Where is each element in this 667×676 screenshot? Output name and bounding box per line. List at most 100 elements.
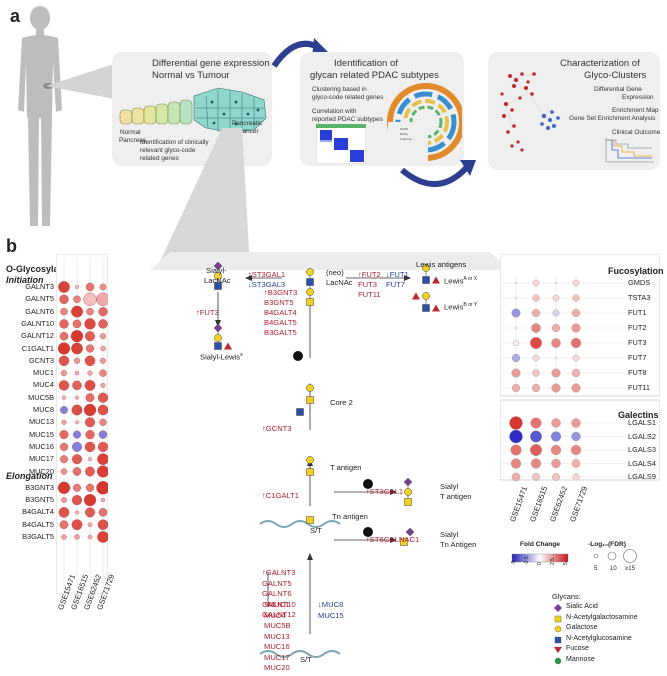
lewis-by-sup: B or Y [463, 302, 478, 308]
bubble-muc15-0 [59, 430, 69, 440]
bubble-galnt5-3 [96, 292, 108, 306]
glycan-legend-5: Mannose [566, 655, 595, 663]
b3-gene-b3galt5: B3GALT5 [264, 328, 297, 337]
glycan-legend-2: Galactose [566, 624, 598, 631]
bubble-muc13-0 [61, 419, 67, 425]
svg-text:Moffitt: Moffitt [400, 127, 408, 131]
bubble-lgals1-0 [509, 416, 523, 430]
bubble-lgals1-3 [571, 418, 581, 428]
step-3-number: 3 [338, 346, 342, 352]
normal-label-1: Normal [120, 129, 141, 136]
gene-label-lgals1: LGALS1 [628, 418, 656, 427]
lewis-title: Lewis antigens [416, 260, 467, 269]
bubble-b3gnt5-0 [61, 497, 67, 503]
cancer-label-1: Pancreatic [232, 120, 263, 127]
o-glyco-title: O-Glycosylation [6, 264, 76, 274]
bubble-b4galt4-1 [75, 510, 79, 515]
box1-note-3: related genes [140, 155, 179, 162]
lewis-ax: LewisA or X [444, 276, 477, 286]
box1-title-1: Differential gene expression [152, 58, 270, 69]
bubble-fut11-2 [551, 383, 561, 393]
glycosylation-pathway [213, 262, 440, 658]
bubble-fut8-0 [511, 368, 521, 378]
bubble-fut1-0 [511, 308, 521, 318]
gene-label-muc5b: MUC5B [28, 392, 54, 402]
c1galt1-text: C1GALT1 [265, 491, 299, 500]
bubble-muc8-3 [97, 404, 108, 416]
svg-text:Collisson: Collisson [400, 137, 413, 141]
bubble-lgals9-3 [572, 473, 580, 481]
muc-red-muc5b: MUC5B [264, 621, 291, 630]
bubble-galnt3-0 [58, 281, 70, 293]
bubble-muc20-1 [72, 467, 82, 476]
st3gal3-down: ↓ST3GAL3 [248, 280, 286, 289]
bubble-fut7-0 [511, 353, 521, 363]
bubble-b4galt4-3 [98, 508, 108, 517]
bubble-fut7-1 [532, 354, 540, 362]
bubble-lgals4-2 [551, 458, 561, 469]
bubble-muc16-2 [84, 441, 96, 453]
bubble-muc13-1 [75, 420, 79, 425]
bubble-b4galt5-2 [87, 522, 93, 527]
o-glyco-bubble-grid [56, 254, 108, 594]
bubble-muc17-1 [72, 454, 82, 465]
galectins-title: Galectins [618, 410, 659, 420]
bubble-gcnt3-0 [58, 355, 70, 366]
elongation-label: Elongation [6, 471, 53, 481]
st3gal1-up: ↑ST3GAL1 [248, 270, 286, 279]
gene-label-b3galt5: B3GALT5 [22, 532, 54, 541]
circle-icon [554, 657, 562, 664]
box2-title-2: glycan related PDAC subtypes [310, 70, 439, 81]
bubble-muc4-0 [58, 380, 70, 391]
zoom-beam [46, 62, 120, 100]
square-icon [554, 615, 562, 622]
sialyl-lacnac-1: Sialyl- [206, 266, 227, 275]
bubble-fut3-0 [512, 339, 520, 347]
st3gal1-t-label: ↑ST3GAL1 [366, 487, 404, 496]
gene-label-b4galt5: B4GALT5 [22, 519, 54, 529]
sialyl-lewis-text: Sialyl-Lewis [200, 352, 241, 362]
muc-blue-muc15: MUC15 [318, 610, 344, 620]
bubble-muc17-3 [97, 453, 108, 465]
svg-text:Bailey: Bailey [400, 132, 409, 136]
zoom-band [150, 252, 510, 270]
fdr-tick-0: 5 [594, 566, 598, 572]
panel-letter-a: a [10, 6, 21, 26]
box3-item2: Enrichment Map [612, 107, 659, 114]
glycan-legend-3: N-Acetylglucosamine [566, 634, 632, 642]
fut3-left-text: FUT3 [199, 308, 219, 317]
bubble-galnt3-2 [85, 282, 95, 292]
gene-label-fut8: FUT8 [628, 368, 647, 377]
fdr-tick-1: 10 [610, 566, 617, 572]
bubble-galnt12-3 [100, 333, 106, 340]
bubble-tsta3-2 [552, 294, 560, 302]
sialyl-lewis: Sialyl-Lewisx [200, 352, 243, 362]
bubble-b4galt5-3 [97, 519, 108, 530]
bubble-galnt6-0 [60, 307, 68, 316]
bubble-b3gnt3-2 [85, 483, 95, 492]
bubble-fut11-0 [511, 383, 521, 393]
correlation-heatmap [316, 124, 366, 164]
muc-red-muc13: MUC13 [264, 631, 290, 641]
box-glyco-clusters [488, 52, 660, 170]
muc-red-muc1: ↑MUC1 [264, 600, 290, 609]
bubble-b3galt5-3 [97, 531, 108, 543]
gene-label-muc17: MUC17 [28, 454, 54, 464]
fdr-size-legend [593, 549, 637, 563]
gene-label-muc16: MUC16 [28, 441, 54, 451]
lewis-by: LewisB or Y [444, 302, 477, 312]
st6galnac1-label: ↑ST6GALNAC1 [366, 535, 420, 544]
gene-label-galnt6: GALNT6 [25, 306, 54, 316]
galnt-gene-galnt3: ↑GALNT3 [262, 568, 296, 577]
bubble-muc5b-0 [61, 395, 67, 400]
human-silhouette [18, 6, 62, 226]
gene-label-galnt5: GALNT5 [25, 294, 54, 304]
triangle-icon [554, 647, 562, 653]
bubble-galnt3-3 [99, 283, 107, 291]
bubble-b3galt5-2 [87, 534, 93, 540]
bubble-lgals3-1 [530, 444, 542, 456]
bubble-b4galt5-1 [71, 519, 83, 531]
bubble-fut8-1 [532, 369, 540, 377]
bubble-muc8-0 [60, 406, 68, 414]
